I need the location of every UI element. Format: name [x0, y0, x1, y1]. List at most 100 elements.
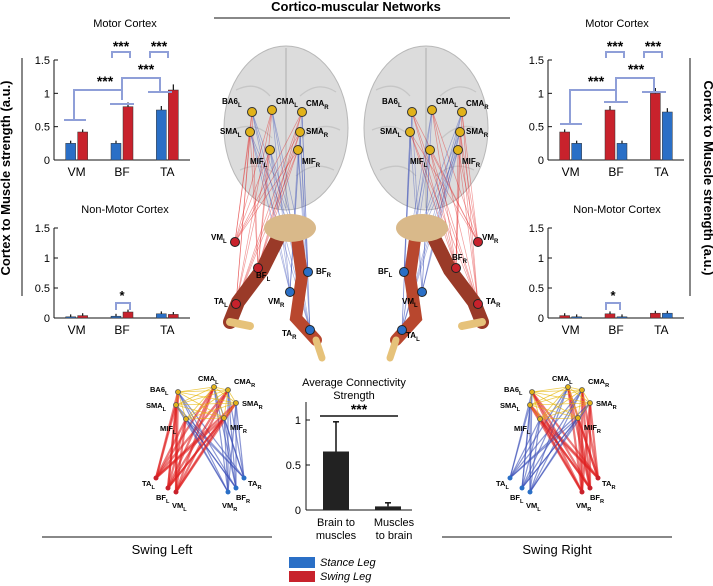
- figure-title: Cortico-muscular Networks: [271, 0, 441, 14]
- muscle-node-label: VMR: [482, 233, 499, 245]
- cortex-node: [293, 145, 303, 155]
- cortex-edge: [213, 386, 237, 404]
- network-edge: [521, 418, 541, 489]
- bar: [110, 315, 122, 319]
- network-cortex-node: [173, 402, 179, 408]
- bar: [122, 106, 134, 161]
- y-tick-label: 0: [295, 505, 301, 517]
- brain-left: [223, 45, 349, 211]
- muscle-node: [230, 237, 240, 247]
- cortex-edge: [223, 402, 237, 419]
- network-edge: [155, 389, 229, 479]
- connection-line: [251, 111, 291, 293]
- network-muscle-label: VMR: [222, 501, 237, 513]
- caption-swing-left: Swing Left: [132, 542, 193, 557]
- right-motor-title: Motor Cortex: [585, 18, 649, 30]
- connection-line: [455, 111, 463, 269]
- network-muscle-label: VML: [526, 501, 541, 513]
- connection-line: [234, 111, 303, 243]
- connection-line: [455, 149, 459, 269]
- network-cortex-label: SMAL: [146, 401, 167, 413]
- legend-swatch-stance: [289, 557, 315, 568]
- network-edge: [235, 402, 245, 479]
- connection-line: [235, 111, 253, 305]
- bar: [559, 315, 570, 319]
- network-edge: [529, 417, 579, 493]
- network-muscle-label: BFL: [156, 493, 170, 505]
- cortex-node: [425, 145, 435, 155]
- network-edge: [509, 389, 583, 479]
- connection-line: [411, 111, 423, 293]
- cortex-edge: [567, 386, 579, 419]
- y-tick-label: 0: [538, 155, 544, 167]
- cortex-node-label: SMAL: [380, 127, 402, 139]
- network-cortex-node: [183, 416, 189, 422]
- network-muscle-node: [527, 489, 533, 495]
- connection-line: [235, 109, 273, 305]
- muscle-node-label: TAL: [406, 331, 420, 343]
- x-tick-label: TA: [160, 323, 174, 337]
- y-tick-label: 0.5: [529, 283, 544, 295]
- cortex-edge: [185, 417, 225, 420]
- connection-line: [257, 109, 273, 269]
- network-edge: [509, 418, 541, 479]
- cortex-edge: [539, 386, 569, 420]
- bar: [122, 311, 134, 319]
- cortex-node: [453, 145, 463, 155]
- cortex-edge: [177, 391, 225, 419]
- muscle-node-label: VMR: [268, 297, 285, 309]
- network-cortex-label: MIFL: [514, 424, 531, 436]
- sig-right-motor-2: ***: [628, 61, 645, 77]
- cortex-edge: [577, 389, 583, 419]
- sig-left-motor-1: ***: [97, 73, 114, 89]
- avg-cat-2-line2: to brain: [376, 530, 413, 542]
- y-tick-label: 1: [538, 88, 544, 100]
- connection-line: [429, 149, 479, 243]
- network-muscle-node: [153, 475, 159, 481]
- y-axis-label-left: Cortex to Muscle strength (a.u.): [0, 80, 13, 275]
- network-cortex-node: [529, 389, 535, 395]
- network-cortex-label: CMAR: [588, 377, 609, 389]
- connection-line: [234, 149, 271, 243]
- bar: [168, 314, 179, 319]
- sig-left-motor-3: ***: [113, 38, 130, 54]
- network-edge: [509, 404, 531, 479]
- y-tick-label: 1: [295, 415, 301, 427]
- connection-line: [409, 131, 457, 269]
- network-muscle-node: [241, 475, 247, 481]
- connection-line: [257, 111, 303, 269]
- connection-line: [411, 111, 479, 305]
- connection-line: [234, 149, 299, 243]
- muscle-node-label: VML: [211, 233, 227, 245]
- brain-right: [363, 45, 489, 211]
- network-edge: [227, 402, 237, 493]
- bar: [604, 313, 616, 319]
- network-edge: [576, 417, 600, 479]
- connection-line: [411, 111, 457, 269]
- network-muscle-label: BFL: [510, 493, 524, 505]
- connection-line: [429, 149, 457, 269]
- muscle-node-label: TAR: [486, 297, 501, 309]
- muscle-node-label: BFR: [452, 253, 468, 265]
- y-tick-label: 0.5: [286, 460, 301, 472]
- sig-right-motor-4: ***: [645, 38, 662, 54]
- network-cortex-node: [175, 389, 181, 395]
- network-muscle-label: TAR: [248, 479, 262, 491]
- y-axis-label-right: Cortex to Muscle strength (a.u.): [701, 80, 713, 275]
- bar: [375, 506, 401, 510]
- network-muscle-node: [225, 489, 231, 495]
- network-muscle-node: [579, 489, 585, 495]
- legend: Stance Leg Swing Leg: [289, 557, 377, 583]
- network-muscle-node: [587, 485, 593, 491]
- legend-stance: Stance Leg: [320, 557, 377, 569]
- avg-sig: ***: [351, 401, 368, 417]
- cortex-node: [267, 105, 277, 115]
- connection-line: [421, 111, 463, 293]
- connection-line: [235, 131, 301, 305]
- network-edge: [167, 417, 225, 489]
- bar: [604, 109, 616, 161]
- sig-right-nonmotor: *: [610, 288, 616, 303]
